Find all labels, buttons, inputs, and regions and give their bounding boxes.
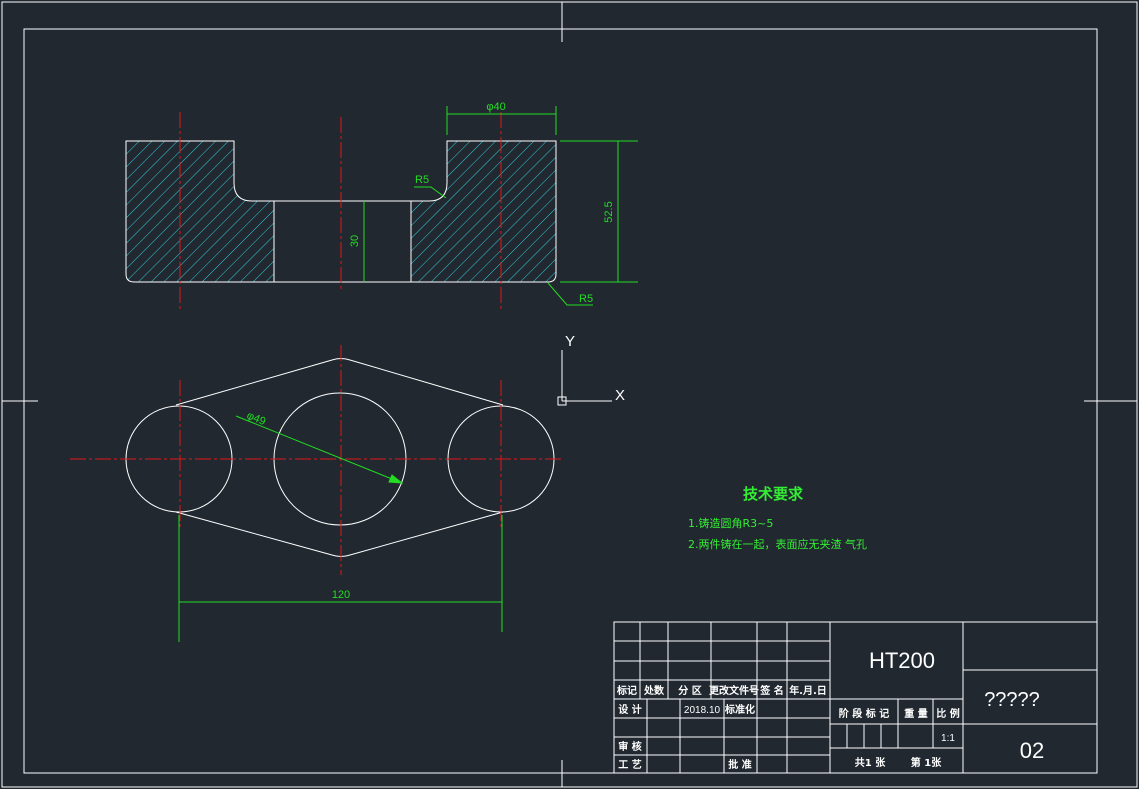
- bore-outline: [274, 200, 412, 283]
- tb-sheet-number: 第 1张: [911, 756, 942, 769]
- dim-phi40: φ40: [486, 101, 505, 113]
- tech-requirements-title: 技术要求: [743, 485, 804, 503]
- tb-header-mark: 标记: [616, 684, 637, 697]
- title-block: 标记 处数 分 区 更改文件号 签 名 年.月.日 设 计 2018.10 标准…: [613, 621, 1098, 774]
- ucs-axes-icon: [557, 350, 612, 406]
- dim-52-5: 52.5: [603, 201, 615, 222]
- tb-total-sheets: 共1 张: [855, 756, 886, 769]
- title-block-grid: [613, 621, 1098, 774]
- tb-drawing-number: 02: [1020, 738, 1044, 763]
- tb-header-change-doc: 更改文件号: [709, 684, 759, 697]
- tech-requirement-1: 1.铸造圆角R3~5: [688, 516, 773, 530]
- section-centerlines: [179, 112, 502, 312]
- ucs-y-label: Y: [565, 333, 575, 350]
- tb-review-label: 审 核: [618, 740, 641, 753]
- tech-requirement-2: 2.两件铸在一起，表面应无夹渣 气孔: [688, 537, 867, 551]
- tb-design-date: 2018.10: [684, 705, 721, 716]
- ucs-x-label: X: [615, 387, 625, 404]
- tb-scale-value: 1:1: [941, 733, 955, 744]
- tb-material: HT200: [869, 648, 935, 673]
- dim-30: 30: [349, 235, 361, 247]
- tb-weight: 重 量: [904, 707, 927, 720]
- tb-header-date: 年.月.日: [789, 684, 827, 697]
- left-section-hatch: [125, 140, 275, 283]
- tb-header-count: 处数: [643, 684, 665, 697]
- dim-120: 120: [332, 589, 350, 601]
- section-view: φ40 R5 52.5 30 R5: [125, 101, 638, 312]
- section-dimension-lines: [363, 106, 638, 306]
- tb-scale-label: 比 例: [936, 707, 959, 720]
- tb-header-zone: 分 区: [678, 684, 701, 697]
- plan-view: φ49 120: [70, 345, 563, 642]
- plan-dimension-lines: [178, 415, 503, 642]
- right-section-hatch: [410, 140, 557, 283]
- tb-approve-label: 批 准: [728, 758, 751, 771]
- tb-design-label: 设 计: [618, 703, 641, 716]
- tb-header-signature: 签 名: [759, 684, 783, 697]
- tb-stage-mark: 阶 段 标 记: [839, 707, 889, 720]
- tb-standardize-label: 标准化: [724, 703, 755, 716]
- dim-r5-top: R5: [415, 174, 429, 186]
- plan-centerlines: [70, 345, 563, 575]
- dim-phi49: φ49: [245, 410, 267, 428]
- tb-drawing-name: ?????: [984, 689, 1040, 711]
- tech-requirements: 技术要求 1.铸造圆角R3~5 2.两件铸在一起，表面应无夹渣 气孔: [688, 485, 867, 551]
- tb-process-label: 工 艺: [618, 758, 641, 771]
- dim-r5-bottom: R5: [579, 293, 593, 305]
